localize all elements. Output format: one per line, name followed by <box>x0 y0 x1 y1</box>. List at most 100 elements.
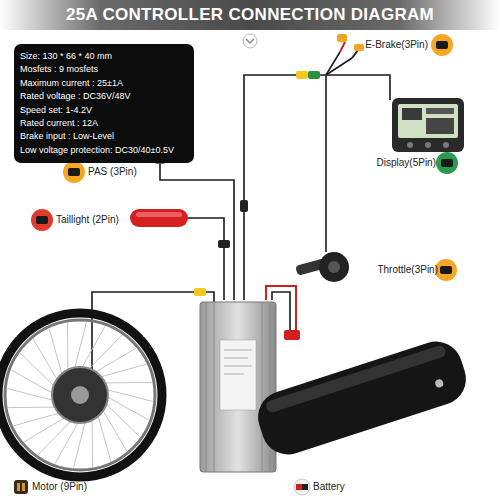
wire <box>326 58 352 75</box>
power-wire <box>284 330 300 340</box>
brake-cable <box>340 42 345 52</box>
battery-plug-icon <box>294 479 310 495</box>
battery <box>251 335 472 461</box>
connector-badge <box>436 152 458 174</box>
wire <box>188 218 224 300</box>
spoke <box>74 418 87 468</box>
wire <box>244 75 300 300</box>
spec-line: Rated voltage : DC36V/48V <box>20 90 188 103</box>
motor-wheel <box>0 313 162 477</box>
spoke <box>33 339 59 383</box>
harness-connector <box>194 288 206 296</box>
spoke <box>67 323 69 374</box>
connector-badge <box>441 159 453 167</box>
spec-line: Rated current : 12A <box>20 117 188 130</box>
connector-badge <box>431 34 453 56</box>
spoke <box>103 389 153 402</box>
controller <box>200 302 276 472</box>
connector-badge <box>68 168 80 176</box>
display-unit <box>407 142 413 148</box>
display-unit <box>425 142 431 148</box>
display-unit <box>392 98 464 152</box>
spoke <box>86 335 122 372</box>
wire <box>326 75 390 100</box>
taillight <box>136 212 182 217</box>
brake-cable <box>352 50 358 58</box>
spoke <box>103 401 140 437</box>
display-unit <box>398 104 458 138</box>
part-label: Motor (9Pin) <box>32 481 87 493</box>
spoke <box>74 322 87 372</box>
spoke <box>101 407 127 451</box>
spoke <box>97 364 146 378</box>
part-label: E-Brake(3Pin) <box>365 39 428 51</box>
spec-line: Mosfets : 9 mosfets <box>20 63 188 76</box>
spec-line: Size: 130 * 66 * 40 mm <box>20 50 188 63</box>
connector-badge <box>436 152 458 174</box>
throttle <box>319 252 349 282</box>
throttle <box>328 261 340 273</box>
spoke <box>101 382 152 384</box>
harness-connector <box>240 200 248 212</box>
part-label: Battery <box>313 481 345 493</box>
connector-badge <box>440 266 452 274</box>
title-band <box>0 0 500 30</box>
motor-plug-icon <box>22 483 25 491</box>
battery <box>434 378 444 388</box>
display-unit <box>443 142 449 148</box>
brake-cable <box>354 44 364 51</box>
battery-plug-icon <box>296 484 302 490</box>
spoke <box>24 416 68 442</box>
spoke <box>7 322 152 467</box>
taillight <box>130 209 188 227</box>
chevron <box>246 39 254 43</box>
connector-badge <box>63 161 85 183</box>
display-unit <box>392 98 464 152</box>
display-unit <box>426 118 454 134</box>
chevron <box>243 34 257 48</box>
spoke <box>55 419 80 464</box>
part-label: Taillight (2Pin) <box>56 214 119 226</box>
display-unit <box>402 108 422 120</box>
motor-wheel <box>52 367 108 423</box>
display-unit <box>426 108 454 114</box>
taillight <box>130 209 188 227</box>
spoke <box>11 370 56 395</box>
part-label: Display(5Pin) <box>377 157 436 169</box>
battery-plug-icon <box>294 479 310 495</box>
motor-plug-icon <box>17 483 20 491</box>
spoke <box>7 389 57 402</box>
spoke <box>92 348 136 374</box>
wire <box>160 164 234 300</box>
harness-connector <box>194 71 320 296</box>
controller <box>224 350 252 374</box>
chevron <box>243 34 257 48</box>
motor-wheel <box>71 386 89 404</box>
part-label: PAS (3Pin) <box>88 166 137 178</box>
wire <box>325 75 327 252</box>
wire <box>318 52 340 75</box>
controller <box>200 302 276 472</box>
spec-line: Low voltage protection: DC30/40±0.5V <box>20 144 188 157</box>
controller <box>206 302 270 472</box>
motor-wheel <box>5 320 155 470</box>
spoke <box>80 326 105 371</box>
battery <box>265 344 448 414</box>
spoke <box>97 412 111 461</box>
spoke <box>38 418 74 455</box>
spoke <box>20 353 57 389</box>
spec-line: Maximum current : 25±1A <box>20 77 188 90</box>
battery <box>251 335 472 461</box>
throttle <box>295 252 349 282</box>
spoke <box>92 416 94 467</box>
motor-plug-icon <box>14 480 28 494</box>
spoke <box>8 407 59 409</box>
spec-line: Speed set: 1-4.2V <box>20 104 188 117</box>
harness-connector <box>218 240 230 248</box>
brake-cable <box>337 34 364 58</box>
spoke <box>49 329 63 378</box>
diagram-title: 25A CONTROLLER CONNECTION DIAGRAM <box>0 4 500 26</box>
battery-plug-icon <box>302 484 308 490</box>
motor-wheel <box>0 313 162 477</box>
